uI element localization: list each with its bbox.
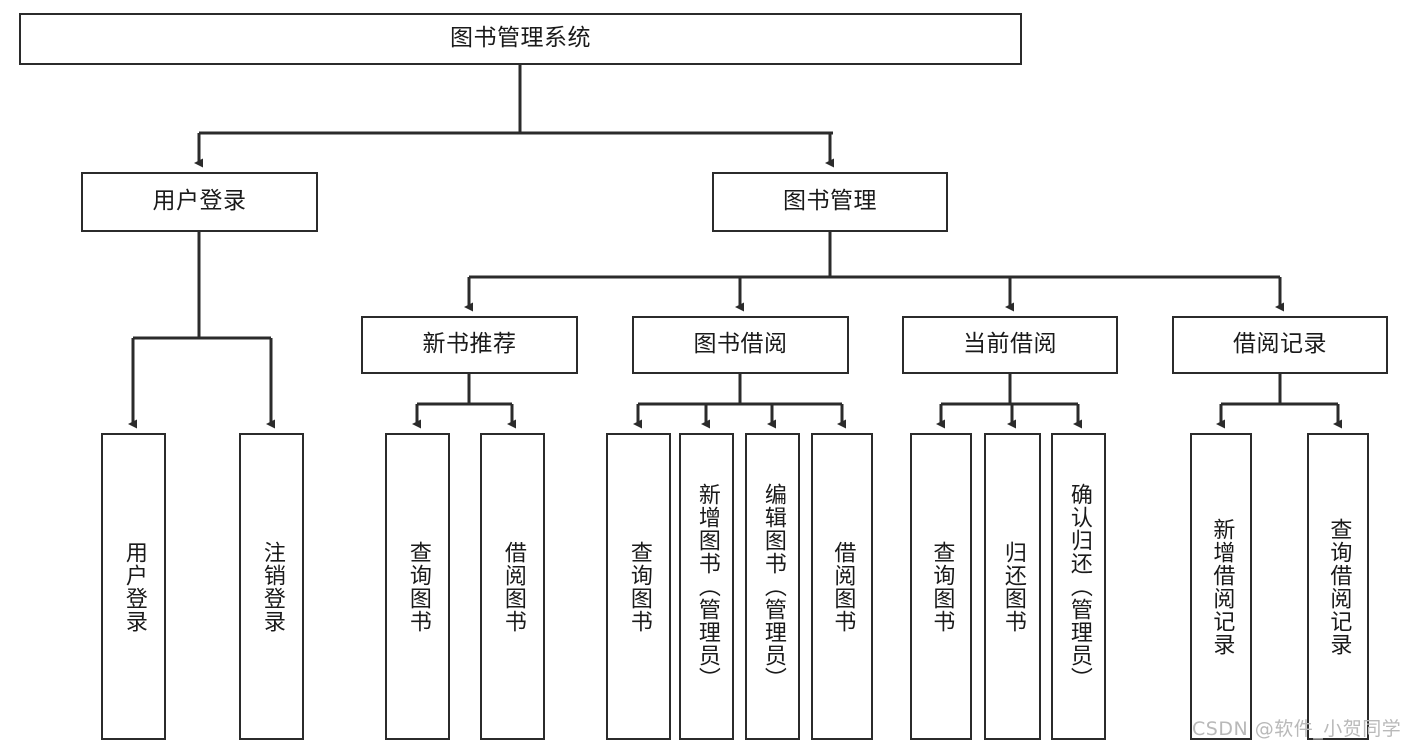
leaf-label: 查询图书 bbox=[626, 540, 652, 633]
node-borrow-record[interactable]: 借阅记录 bbox=[1172, 316, 1388, 374]
node-book-borrow-label: 图书借阅 bbox=[693, 331, 788, 358]
node-borrow-record-label: 借阅记录 bbox=[1233, 331, 1327, 358]
leaf-query-book-recommend[interactable]: 查询图书 bbox=[385, 433, 450, 740]
leaf-edit-book-admin[interactable]: 编辑图书（管理员） bbox=[745, 433, 800, 740]
leaf-return-book[interactable]: 归还图书 bbox=[984, 433, 1041, 740]
node-user-login[interactable]: 用户登录 bbox=[81, 172, 318, 232]
node-user-login-label: 用户登录 bbox=[152, 188, 247, 215]
leaf-add-book-admin[interactable]: 新增图书（管理员） bbox=[679, 433, 734, 740]
leaf-label: 新增图书（管理员） bbox=[694, 483, 720, 690]
node-new-book-recommend-label: 新书推荐 bbox=[422, 331, 517, 358]
node-current-borrow-label: 当前借阅 bbox=[963, 331, 1057, 358]
leaf-label: 编辑图书（管理员） bbox=[760, 483, 786, 690]
leaf-label: 借阅图书 bbox=[500, 540, 526, 633]
leaf-label: 查询图书 bbox=[405, 540, 431, 633]
leaf-label: 新增借阅记录 bbox=[1209, 517, 1235, 656]
leaf-label: 注销登录 bbox=[259, 540, 285, 633]
leaf-borrow-book-recommend[interactable]: 借阅图书 bbox=[480, 433, 545, 740]
leaf-label: 归还图书 bbox=[1000, 540, 1026, 633]
node-current-borrow[interactable]: 当前借阅 bbox=[902, 316, 1118, 374]
node-book-management-label: 图书管理 bbox=[783, 188, 877, 215]
leaf-confirm-return-admin[interactable]: 确认归还（管理员） bbox=[1051, 433, 1106, 740]
leaf-label: 借阅图书 bbox=[830, 540, 856, 633]
csdn-watermark: CSDN @软件_小贺同学 bbox=[1192, 718, 1402, 740]
leaf-query-borrow-record[interactable]: 查询借阅记录 bbox=[1307, 433, 1369, 740]
leaf-label: 确认归还（管理员） bbox=[1066, 483, 1092, 690]
node-new-book-recommend[interactable]: 新书推荐 bbox=[361, 316, 578, 374]
leaf-add-borrow-record[interactable]: 新增借阅记录 bbox=[1190, 433, 1252, 740]
leaf-label: 查询图书 bbox=[929, 540, 955, 633]
leaf-logout[interactable]: 注销登录 bbox=[239, 433, 304, 740]
leaf-query-book-borrow[interactable]: 查询图书 bbox=[606, 433, 671, 740]
leaf-borrow-book[interactable]: 借阅图书 bbox=[811, 433, 873, 740]
leaf-label: 查询借阅记录 bbox=[1326, 517, 1352, 656]
leaf-label: 用户登录 bbox=[121, 540, 147, 633]
node-root[interactable]: 图书管理系统 bbox=[19, 13, 1022, 65]
node-root-label: 图书管理系统 bbox=[450, 25, 591, 52]
node-book-management[interactable]: 图书管理 bbox=[712, 172, 948, 232]
node-book-borrow[interactable]: 图书借阅 bbox=[632, 316, 849, 374]
leaf-user-login[interactable]: 用户登录 bbox=[101, 433, 166, 740]
leaf-query-book-current[interactable]: 查询图书 bbox=[910, 433, 972, 740]
